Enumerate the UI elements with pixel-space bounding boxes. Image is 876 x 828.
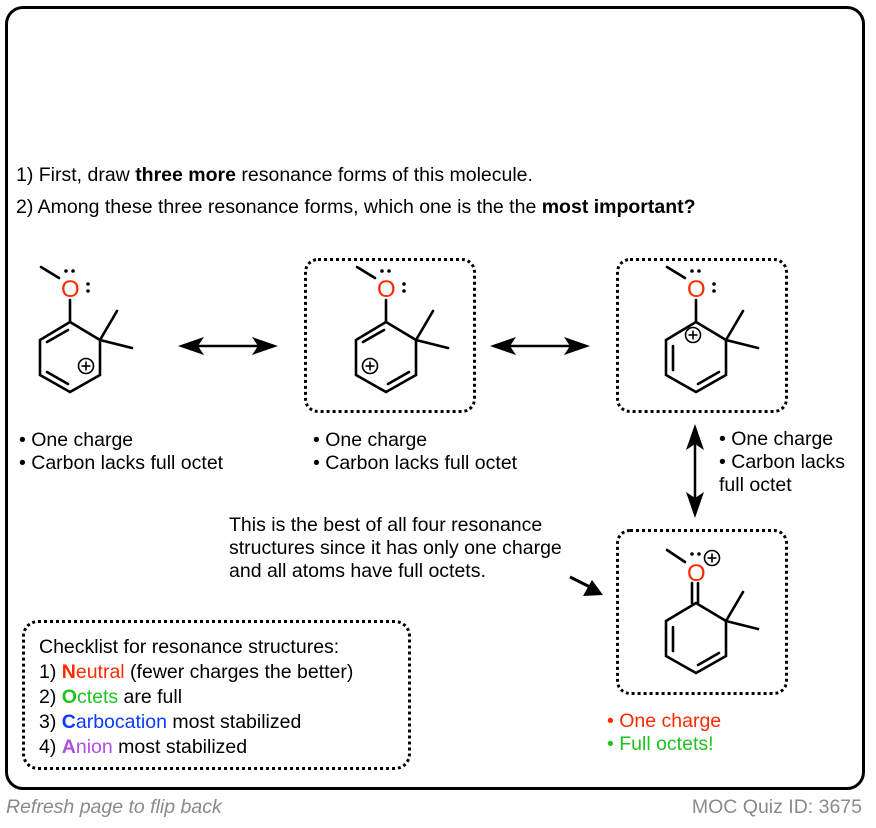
resonance-arrow-2-3 — [490, 337, 590, 355]
highlight-box-structure-2 — [304, 258, 476, 413]
oxygen-label: O — [377, 276, 396, 303]
callout-arrow — [569, 575, 603, 596]
callout-line: structures since it has only one charge — [229, 537, 562, 559]
item-key-letter: C — [61, 711, 76, 733]
molecule-structure-1 — [38, 265, 134, 394]
item-number: 1) — [39, 661, 62, 683]
note-line: • One charge — [19, 429, 134, 451]
oxygen-atom-1: O — [61, 269, 90, 303]
question-2-bold: most important? — [541, 196, 696, 218]
molecule-structure-4 — [664, 548, 760, 675]
question-1-bold: three more — [135, 164, 236, 186]
note-line: • One charge — [719, 428, 834, 450]
item-text: (fewer charges the better) — [124, 661, 354, 683]
molecule-structure-2 — [354, 265, 450, 394]
question-1: 1) First, draw three more resonance form… — [16, 164, 533, 187]
question-1-text-end: resonance forms of this molecule. — [235, 164, 533, 186]
notes-structure-1: • One charge • Carbon lacks full octet — [19, 429, 223, 475]
checklist-item-anion: 4) Anion most stabilized — [39, 735, 408, 760]
notes-structure-2: • One charge • Carbon lacks full octet — [313, 429, 517, 475]
plus-charge-icon — [77, 357, 95, 375]
plus-charge-icon — [684, 326, 702, 344]
item-key-letter: O — [61, 686, 77, 708]
item-text: most stabilized — [112, 736, 248, 758]
oxygen-atom-2: O — [377, 269, 406, 303]
checklist-title: Checklist for resonance structures: — [39, 636, 340, 658]
item-number: 4) — [39, 736, 62, 758]
resonance-arrow-1-2 — [178, 337, 278, 355]
item-keyword: arbocation — [75, 711, 167, 733]
note-line-full-octets: • Full octets! — [607, 733, 714, 755]
question-2: 2) Among these three resonance forms, wh… — [16, 196, 696, 219]
item-key-letter: N — [61, 661, 76, 683]
item-key-letter: A — [61, 736, 76, 758]
note-line: • Carbon lacks full octet — [313, 452, 518, 474]
callout-line: This is the best of all four resonance — [229, 514, 543, 536]
item-keyword: nion — [75, 736, 113, 758]
callout-text: This is the best of all four resonance s… — [229, 514, 562, 583]
plus-charge-icon — [361, 357, 379, 375]
oxygen-label: O — [61, 276, 80, 303]
note-line: • Carbon lacks — [719, 451, 846, 473]
item-keyword: eutral — [75, 661, 125, 683]
notes-structure-3: • One charge • Carbon lacks full octet — [719, 428, 845, 497]
item-number: 3) — [39, 711, 62, 733]
quiz-id: MOC Quiz ID: 3675 — [691, 796, 862, 818]
oxygen-atom-3: O — [687, 269, 716, 303]
checklist-item-carbocation: 3) Carbocation most stabilized — [39, 710, 408, 735]
notes-structure-4: • One charge • Full octets! — [607, 710, 721, 756]
note-line: full octet — [719, 474, 792, 496]
item-number: 2) — [39, 686, 62, 708]
note-line-one-charge: • One charge — [607, 710, 722, 732]
item-text: are full — [118, 686, 183, 708]
plus-charge-icon — [703, 549, 721, 567]
checklist-box: Checklist for resonance structures: 1) N… — [22, 620, 411, 770]
item-keyword: ctets — [76, 686, 119, 708]
refresh-hint[interactable]: Refresh page to flip back — [6, 796, 222, 818]
oxygen-label: O — [687, 560, 706, 587]
highlight-box-structure-3 — [616, 258, 788, 413]
item-text: most stabilized — [166, 711, 302, 733]
oxygen-atom-4: O — [687, 552, 706, 587]
resonance-arrow-3-4 — [686, 424, 704, 518]
oxygen-label: O — [687, 276, 706, 303]
note-line: • One charge — [313, 429, 428, 451]
question-2-text: 2) Among these three resonance forms, wh… — [16, 196, 542, 218]
question-1-text: 1) First, draw — [16, 164, 136, 186]
callout-line: and all atoms have full octets. — [229, 560, 486, 582]
highlight-box-structure-4 — [616, 529, 788, 695]
checklist-item-octets: 2) Octets are full — [39, 685, 408, 710]
checklist-item-neutral: 1) Neutral (fewer charges the better) — [39, 660, 408, 685]
molecule-structure-3 — [664, 265, 760, 394]
note-line: • Carbon lacks full octet — [19, 452, 224, 474]
